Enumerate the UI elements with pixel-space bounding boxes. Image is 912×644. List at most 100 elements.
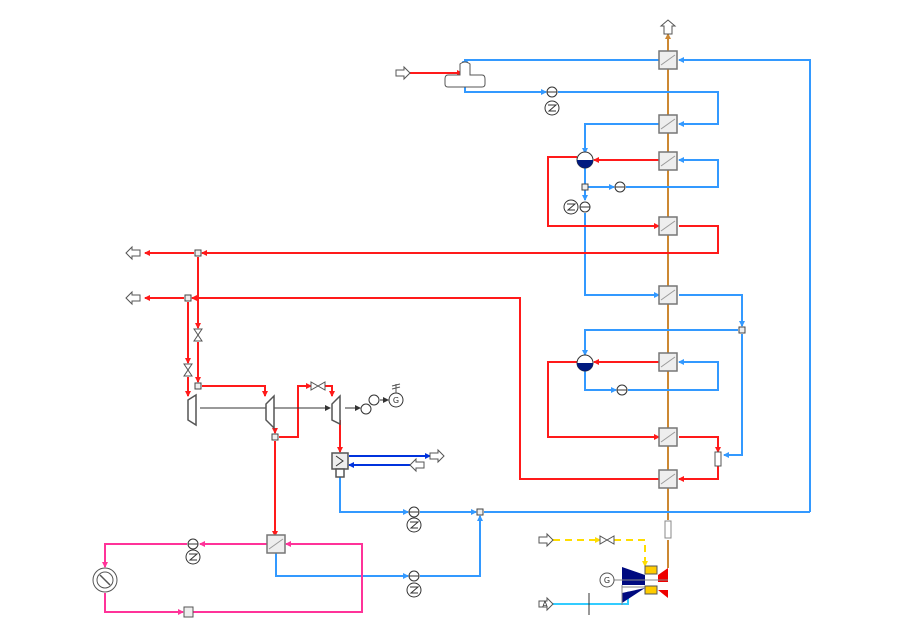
heat-exchanger-icon: [660, 431, 676, 443]
junction-node: [184, 294, 192, 302]
motor-icon: [188, 553, 199, 561]
loop-to-consumer-line: [102, 543, 187, 568]
cooling-water-outlet-port: [429, 448, 445, 464]
motor-icon: [409, 586, 420, 594]
gas-generator-letter: G: [604, 576, 610, 585]
drum-to-superheater-line: [547, 156, 660, 229]
lp-bypass-valve: [193, 328, 203, 342]
deaerator: [444, 61, 486, 88]
drum-water-level: [577, 363, 593, 371]
hp-turbine: [187, 393, 197, 427]
compressor-lower: [622, 588, 645, 603]
motor-icon: [409, 521, 420, 529]
heat-consumer-icon: [96, 571, 114, 589]
attemperator-to-final-sh-line: [678, 465, 719, 482]
fuel-valve: [599, 535, 615, 545]
grid-connection-icon: [391, 383, 401, 393]
coupling-icon: [368, 394, 380, 406]
hp-feed-line: [584, 213, 660, 298]
heat-exchanger-icon: [660, 220, 676, 232]
heat-exchanger-icon: [660, 118, 676, 130]
hp-drum-feed-line: [582, 329, 738, 356]
attemperator: [714, 451, 722, 467]
heater-pump-outlet-line: [420, 515, 483, 577]
heat-exchanger-icon: [660, 54, 676, 66]
combustor-lower: [644, 585, 658, 595]
fuel-inlet-port: [538, 532, 554, 548]
lp-steam-export-port: [125, 245, 141, 261]
junction-node: [738, 326, 746, 334]
hrsg-heat-exchanger-4: [658, 216, 678, 236]
gas-duct-element: [664, 520, 672, 539]
combustor-upper: [644, 565, 658, 575]
hp-downcomer-line: [584, 370, 617, 393]
economizer-to-drum-line: [582, 123, 659, 154]
compressor-shaft: [621, 585, 645, 605]
crossover-valve: [310, 381, 326, 391]
hp-economizer-outlet-line: [679, 294, 745, 327]
heat-consumer-slash: [99, 574, 111, 586]
loop-return-line: [104, 593, 184, 615]
gearbox-icon: [360, 403, 372, 415]
steam-source-port: [395, 65, 411, 81]
loop-to-heater-line: [193, 541, 363, 613]
loop-expansion-tank: [183, 606, 194, 618]
ip-turbine-inlet-line: [202, 385, 268, 397]
hrsg-heat-exchanger-3: [658, 151, 678, 171]
condenser: [331, 452, 349, 470]
motor-icon: [547, 104, 558, 112]
stack-exhaust-port: [659, 19, 677, 35]
heat-exchanger-icon: [268, 538, 284, 550]
junction-node: [194, 249, 202, 257]
air-inlet-port: [538, 596, 554, 612]
condenser-icon: [335, 455, 344, 467]
lp-turbine: [331, 394, 341, 426]
heat-exchanger-icon: [660, 356, 676, 368]
junction-node: [271, 433, 279, 441]
air-inlet-line: [553, 591, 631, 605]
hp-circulation-line: [628, 359, 719, 391]
deaerator-outlet-line: [464, 87, 547, 95]
gas-turbine-generator: [599, 572, 615, 588]
generator-letter: G: [393, 396, 399, 405]
heat-exchanger-icon: [660, 289, 676, 301]
circulation-line: [626, 157, 719, 188]
lp-turbine-inlet-line: [325, 385, 335, 397]
motor-icon: [566, 203, 577, 211]
drum-downcomer-line: [584, 167, 615, 190]
junction-node: [194, 382, 202, 390]
hp-bypass-valve: [183, 363, 193, 377]
heater-outlet-line: [275, 553, 409, 579]
hrsg-heat-exchanger-7: [658, 427, 678, 447]
hp-drum-to-superheater-line: [547, 361, 660, 440]
attemperator-spray-line: [723, 334, 743, 458]
feedwater-line-to-economizer: [678, 57, 811, 512]
hrsg-heat-exchanger-8: [658, 469, 678, 489]
lp-steam-line: [201, 225, 719, 256]
crossover-line: [279, 383, 312, 438]
junction-node: [581, 183, 589, 191]
extraction-heat-exchanger: [266, 534, 286, 554]
gas-turbine-lower: [658, 590, 668, 598]
hrsg-heat-exchanger-2: [658, 114, 678, 134]
hrsg-heat-exchanger-5: [658, 285, 678, 305]
hotwell: [335, 468, 345, 478]
heat-exchanger-icon: [660, 155, 676, 167]
lp-pump-outlet-line: [558, 91, 719, 127]
junction-node: [476, 508, 484, 516]
feedwater-line-to-deaerator: [462, 59, 659, 67]
hp-steam-export-port: [125, 290, 141, 306]
drum-water-level: [577, 160, 593, 168]
compressor-upper: [622, 567, 645, 585]
air-inlet-port-letter: A: [542, 600, 548, 609]
cooling-water-inlet-port: [409, 457, 425, 473]
condensate-line: [339, 477, 409, 515]
fuel-to-combustor-line: [614, 539, 648, 567]
gas-turbine-upper: [658, 568, 668, 582]
hrsg-heat-exchanger-6: [658, 352, 678, 372]
hrsg-heat-exchanger-1: [658, 50, 678, 70]
ip-turbine: [265, 394, 275, 430]
superheater-to-attemperator-line: [679, 436, 721, 453]
